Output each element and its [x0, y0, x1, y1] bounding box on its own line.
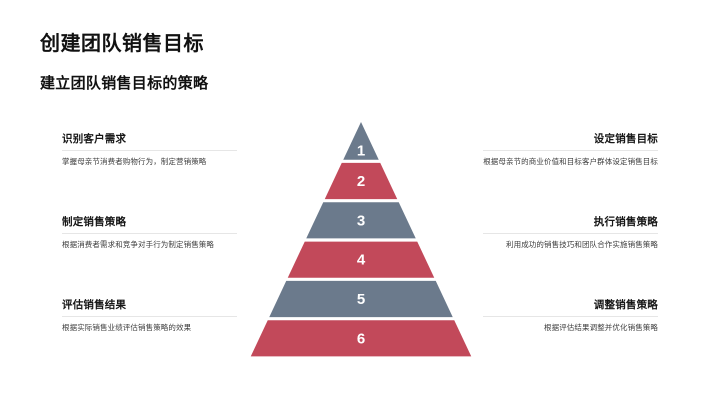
pyramid-level-number: 4: [357, 252, 366, 269]
detail-divider: [62, 233, 237, 234]
detail-divider: [483, 150, 658, 151]
pyramid-level-number: 2: [357, 173, 365, 190]
detail-body: 根据实际销售业绩评估销售策略的效果: [62, 323, 192, 332]
detail-block-right-1: 设定销售目标 根据母亲节的商业价值和目标客户群体设定销售目标: [483, 132, 658, 168]
detail-heading: 评估销售结果: [62, 299, 127, 311]
detail-divider: [62, 150, 237, 151]
detail-heading: 调整销售策略: [593, 299, 658, 311]
pyramid-level-number: 3: [357, 212, 365, 229]
detail-block-right-2: 执行销售策略 利用成功的销售技巧和团队合作实施销售策略: [483, 215, 658, 251]
detail-body: 根据母亲节的商业价值和目标客户群体设定销售目标: [483, 157, 658, 166]
detail-divider: [483, 316, 658, 317]
detail-body: 根据评估结果调整并优化销售策略: [544, 323, 658, 332]
detail-block-left-3: 评估销售结果 根据实际销售业绩评估销售策略的效果: [62, 298, 237, 334]
detail-block-left-1: 识别客户需求 掌握母亲节消费者购物行为，制定营销策略: [62, 132, 237, 168]
detail-body: 根据消费者需求和竞争对手行为制定销售策略: [62, 240, 214, 249]
pyramid-level[interactable]: [287, 241, 435, 278]
page-title: 创建团队销售目标: [40, 33, 204, 55]
detail-body: 掌握母亲节消费者购物行为，制定营销策略: [62, 157, 207, 166]
pyramid-level-number: 1: [357, 143, 365, 160]
detail-block-right-3: 调整销售策略 根据评估结果调整并优化销售策略: [483, 298, 658, 334]
pyramid-level-number: 5: [357, 291, 365, 308]
pyramid-level[interactable]: [269, 280, 453, 318]
pyramid-level[interactable]: [343, 122, 379, 160]
detail-divider: [62, 316, 237, 317]
page-subtitle: 建立团队销售目标的策略: [40, 75, 209, 92]
detail-heading: 制定销售策略: [62, 216, 127, 228]
detail-heading: 识别客户需求: [62, 133, 127, 145]
pyramid-level[interactable]: [324, 162, 398, 200]
pyramid-diagram: 1 2 3 4 5 6: [250, 122, 472, 358]
detail-heading: 设定销售目标: [593, 133, 658, 145]
detail-block-left-2: 制定销售策略 根据消费者需求和竞争对手行为制定销售策略: [62, 215, 237, 251]
detail-divider: [483, 233, 658, 234]
pyramid-level-number: 6: [357, 330, 365, 347]
detail-heading: 执行销售策略: [593, 216, 658, 228]
pyramid-level[interactable]: [306, 202, 416, 239]
pyramid-level[interactable]: [250, 320, 472, 357]
detail-body: 利用成功的销售技巧和团队合作实施销售策略: [506, 240, 658, 249]
